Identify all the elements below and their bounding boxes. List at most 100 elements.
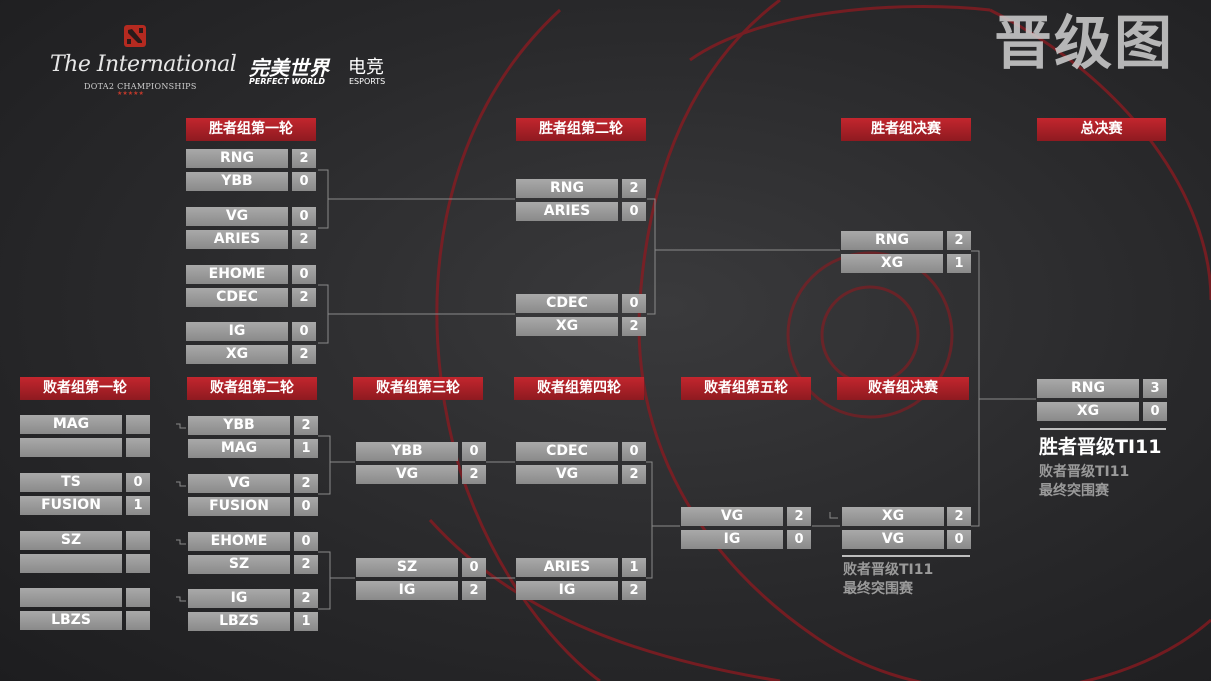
team-score	[126, 588, 150, 607]
team-name	[20, 588, 122, 607]
team-name: VG	[186, 207, 288, 226]
team-score: 2	[292, 345, 316, 364]
team-score: 2	[292, 230, 316, 249]
round-header-lb-r5: 败者组第五轮	[681, 377, 811, 400]
team-score: 2	[622, 317, 646, 336]
team-score: 1	[294, 612, 318, 631]
team-score: 2	[787, 507, 811, 526]
team-score: 0	[622, 202, 646, 221]
team-score: 0	[947, 530, 971, 549]
team-name: IG	[186, 322, 288, 341]
team-score: 3	[1143, 379, 1167, 398]
winner-advance-note: 胜者晋级TI11	[1039, 436, 1162, 458]
lb-final-loser-note-2: 最终突围赛	[843, 581, 913, 597]
team-name: YBB	[188, 416, 290, 435]
team-name: EHOME	[188, 532, 290, 551]
team-name: SZ	[20, 531, 122, 550]
team-name: XG	[1037, 402, 1139, 421]
team-name: RNG	[1037, 379, 1139, 398]
team-name: IG	[356, 581, 458, 600]
team-score: 0	[462, 558, 486, 577]
round-header-lb-final: 败者组决赛	[837, 377, 969, 400]
team-score: 0	[292, 322, 316, 341]
team-score: 2	[947, 231, 971, 250]
team-name: FUSION	[188, 497, 290, 516]
team-name: SZ	[188, 555, 290, 574]
ti-logo-subtitle: DOTA2 CHAMPIONSHIPS	[84, 82, 197, 91]
ti-logo-stars: ★★★★★	[117, 90, 144, 97]
team-name: SZ	[356, 558, 458, 577]
ti-logo-script: The International	[50, 52, 237, 77]
esports-logo-en: ESPORTS	[349, 77, 386, 86]
team-name: XG	[186, 345, 288, 364]
team-name: VG	[842, 530, 944, 549]
team-name: VG	[188, 474, 290, 493]
team-name: VG	[356, 465, 458, 484]
team-score: 1	[947, 254, 971, 273]
team-name: RNG	[186, 149, 288, 168]
team-score: 0	[1143, 402, 1167, 421]
team-name: CDEC	[516, 294, 618, 313]
team-name: YBB	[186, 172, 288, 191]
team-name: ARIES	[516, 202, 618, 221]
team-name: RNG	[841, 231, 943, 250]
team-name: IG	[188, 589, 290, 608]
team-score	[126, 531, 150, 550]
team-score	[126, 415, 150, 434]
team-score: 2	[292, 149, 316, 168]
team-name: LBZS	[188, 612, 290, 631]
team-score: 0	[126, 473, 150, 492]
team-score: 2	[622, 179, 646, 198]
team-name: XG	[841, 254, 943, 273]
team-name: FUSION	[20, 496, 122, 515]
team-score: 2	[294, 589, 318, 608]
team-score	[126, 438, 150, 457]
team-score: 2	[462, 465, 486, 484]
round-header-lb-r4: 败者组第四轮	[514, 377, 644, 400]
team-name: RNG	[516, 179, 618, 198]
team-name: XG	[842, 507, 944, 526]
team-score: 1	[294, 439, 318, 458]
team-score	[126, 611, 150, 630]
team-name: VG	[516, 465, 618, 484]
team-score: 0	[622, 294, 646, 313]
team-name: IG	[516, 581, 618, 600]
page-title: 晋级图	[994, 9, 1175, 77]
perfect-world-logo-en: PERFECT WORLD	[249, 77, 326, 86]
team-name: IG	[681, 530, 783, 549]
team-name: LBZS	[20, 611, 122, 630]
team-name: ARIES	[516, 558, 618, 577]
lb-final-loser-note: 败者晋级TI11	[843, 562, 934, 578]
team-name: MAG	[20, 415, 122, 434]
team-score: 2	[622, 581, 646, 600]
team-name	[20, 554, 122, 573]
team-score: 0	[787, 530, 811, 549]
team-score: 2	[462, 581, 486, 600]
team-score: 2	[294, 555, 318, 574]
round-header-lb-r3: 败者组第三轮	[353, 377, 483, 400]
team-score: 0	[292, 265, 316, 284]
loser-advance-note: 败者晋级TI11	[1039, 464, 1130, 480]
team-name: ARIES	[186, 230, 288, 249]
team-name: XG	[516, 317, 618, 336]
team-score: 0	[292, 172, 316, 191]
round-header-grand-final: 总决赛	[1037, 118, 1166, 141]
team-name: TS	[20, 473, 122, 492]
round-header-lb-r2: 败者组第二轮	[187, 377, 317, 400]
round-header-ub-r1: 胜者组第一轮	[186, 118, 316, 141]
round-header-ub-r2: 胜者组第二轮	[516, 118, 646, 141]
team-score	[126, 554, 150, 573]
esports-logo-cn: 电竞	[348, 57, 384, 78]
team-name: CDEC	[516, 442, 618, 461]
dota2-logo-icon	[124, 25, 146, 47]
team-score: 0	[294, 532, 318, 551]
team-name	[20, 438, 122, 457]
team-name: YBB	[356, 442, 458, 461]
round-header-lb-r1: 败者组第一轮	[20, 377, 150, 400]
team-score: 0	[622, 442, 646, 461]
team-name: MAG	[188, 439, 290, 458]
team-score: 1	[126, 496, 150, 515]
team-name: EHOME	[186, 265, 288, 284]
team-score: 2	[622, 465, 646, 484]
